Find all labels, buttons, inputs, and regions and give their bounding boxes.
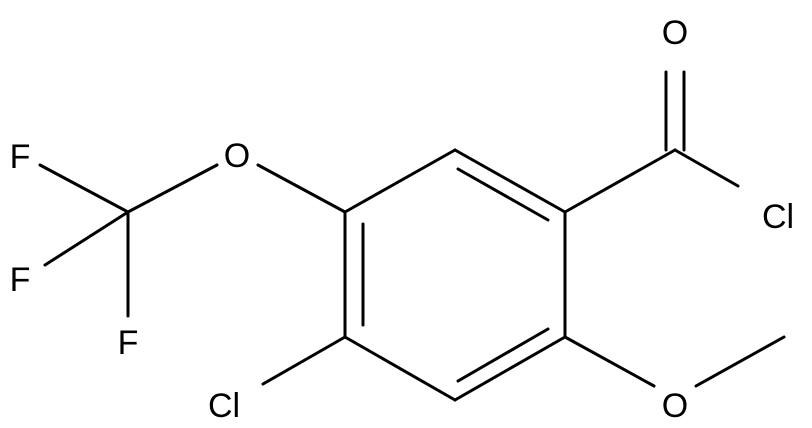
ring-to-carbonyl-bond <box>563 148 677 214</box>
ring-chlorine-label: Cl <box>208 387 240 425</box>
ring-bond <box>453 148 567 214</box>
carbonyl-oxygen-label: O <box>662 14 688 52</box>
ring-to-methoxy-oxygen-bond <box>563 335 656 388</box>
oxygen-to-cf3-bond <box>126 163 219 214</box>
methoxy-group: O <box>563 335 786 425</box>
benzene-ring <box>343 148 567 402</box>
ring-to-oxygen-bond <box>256 163 347 214</box>
methoxy-oxygen-to-methyl-bond <box>694 335 786 388</box>
acyl-chloride-group: O Cl <box>563 14 794 236</box>
fluorine-top-label: F <box>10 138 31 176</box>
ring-bond <box>343 148 457 214</box>
ring-bond <box>453 335 567 402</box>
fluorine-left-label: F <box>10 261 31 299</box>
carbonyl-to-cl-bond <box>673 148 740 188</box>
cf3-to-f-top-bond <box>38 163 130 214</box>
acyl-chlorine-label: Cl <box>762 198 794 236</box>
ring-chlorine-group: Cl <box>208 335 347 425</box>
ring-double-bond-inner <box>456 167 550 222</box>
cf3-to-f-left-bond <box>43 210 130 267</box>
trifluoromethoxy-group: O F F F <box>10 137 347 362</box>
ring-to-cl-bond <box>261 335 347 386</box>
methoxy-oxygen-label: O <box>662 387 688 425</box>
ring-bond <box>343 335 457 402</box>
fluorine-bottom-label: F <box>118 324 139 362</box>
ether-oxygen-label: O <box>224 137 250 175</box>
ring-double-bond-inner <box>456 327 550 383</box>
